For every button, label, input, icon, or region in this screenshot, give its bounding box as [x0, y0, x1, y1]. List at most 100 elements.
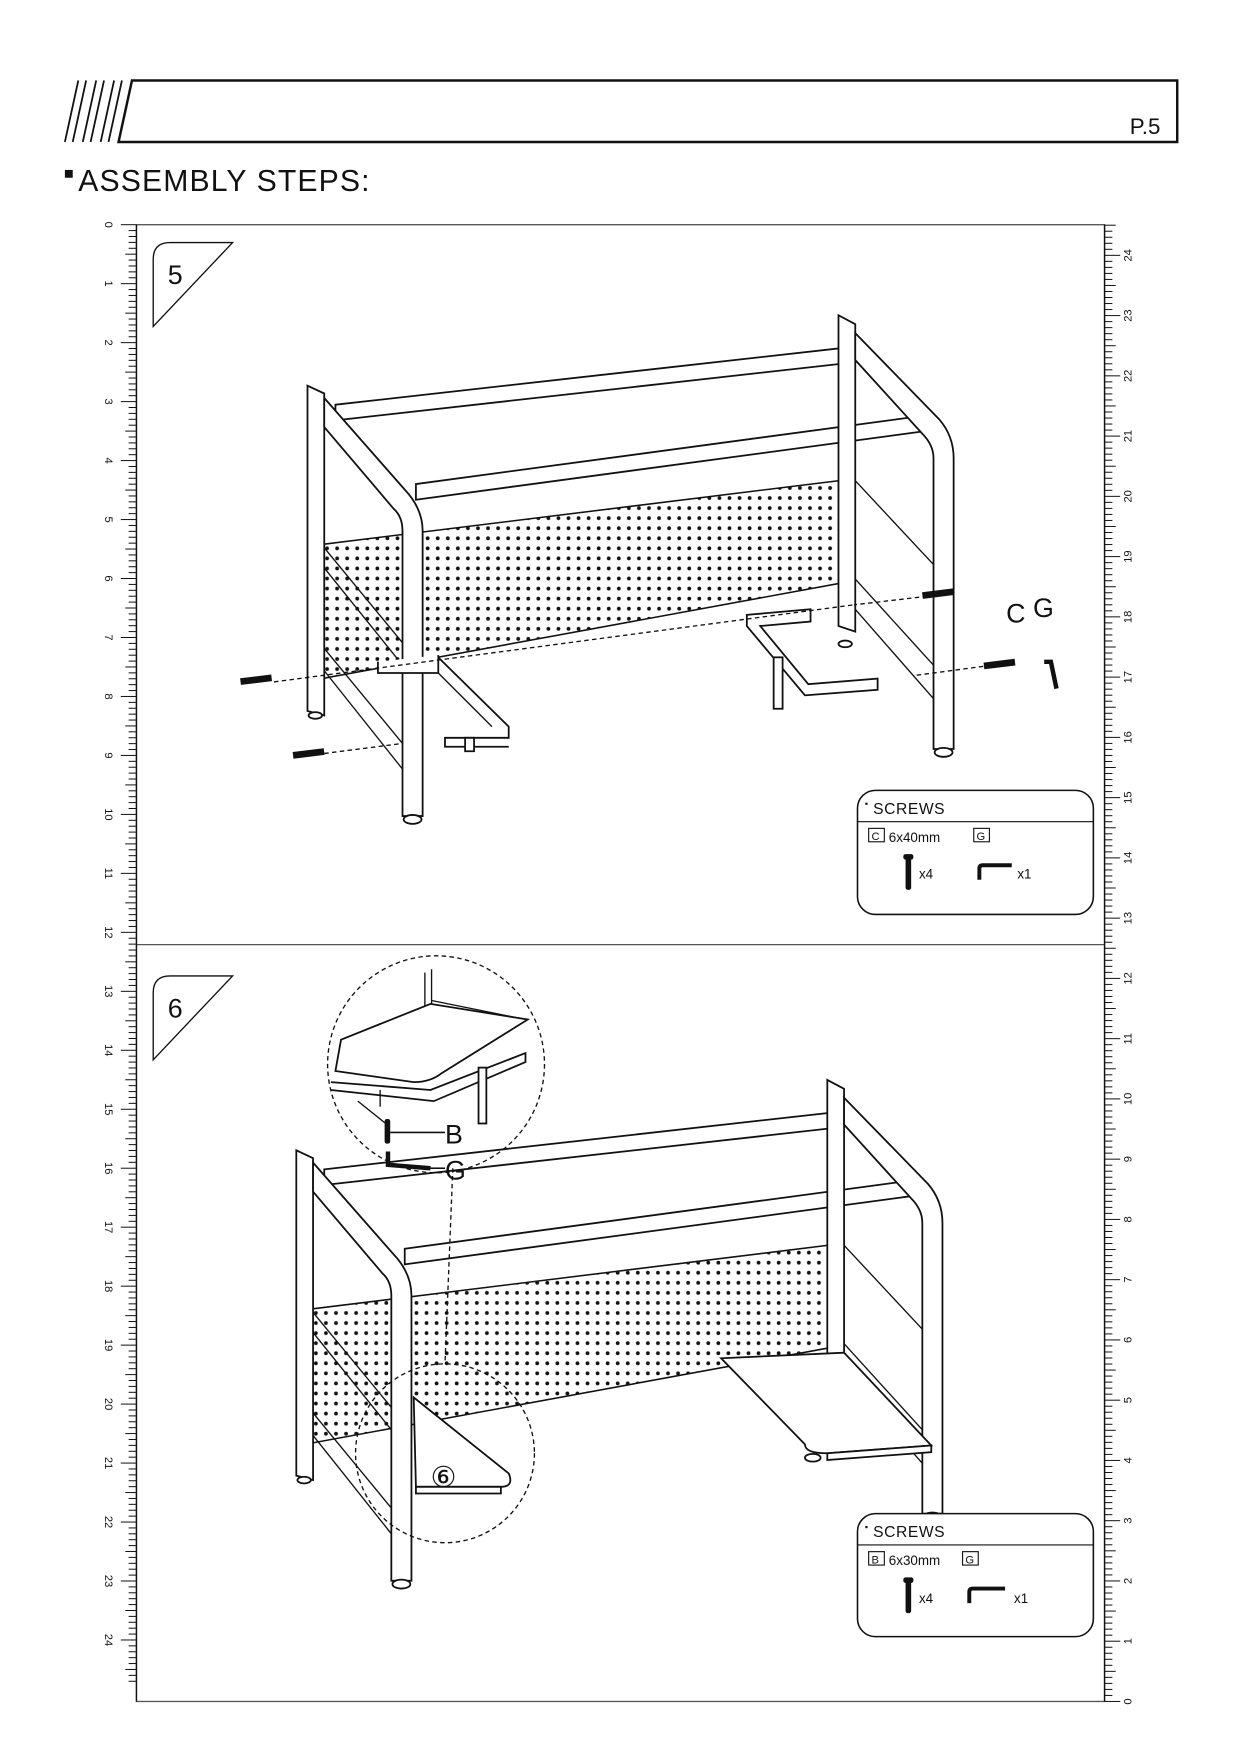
ruler-label: 19	[1122, 550, 1134, 562]
part-code: B	[871, 1554, 878, 1566]
ruler-label: 14	[1122, 852, 1134, 864]
ruler-label: 16	[1122, 731, 1134, 743]
page-header: P.5 ASSEMBLY STEPS:	[64, 79, 1179, 198]
screw-c-icon	[922, 588, 954, 599]
ruler-label: 13	[102, 985, 114, 997]
ruler-label: 11	[102, 868, 114, 880]
ruler-label: 2	[1122, 1578, 1134, 1584]
ruler-label: 6	[1122, 1337, 1134, 1343]
part-code: G	[965, 1554, 974, 1566]
callout-b: B	[445, 1120, 463, 1150]
allen-key-icon	[977, 863, 1012, 880]
ruler-label: 18	[102, 1280, 114, 1292]
ruler-label: 20	[1122, 490, 1134, 502]
ruler-label: 1	[1122, 1638, 1134, 1644]
desk-frame-illustration	[295, 1079, 944, 1590]
screw-qty: x4	[919, 867, 934, 882]
ruler-label: 8	[102, 693, 114, 699]
key-qty: x1	[1014, 1591, 1028, 1606]
ruler-label: 20	[102, 1398, 114, 1410]
ruler-label: 23	[102, 1575, 114, 1587]
desk-frame-illustration	[306, 314, 955, 825]
callout-g: G	[1033, 593, 1054, 623]
ruler-label: 0	[102, 222, 114, 228]
ruler-label: 24	[1122, 249, 1134, 261]
ruler-label: 16	[102, 1162, 114, 1174]
ruler-label: 7	[102, 634, 114, 640]
steps-frame	[135, 224, 1106, 1703]
shelf-leg	[772, 656, 784, 710]
ruler-label: 15	[1122, 791, 1134, 803]
step-5: 5 C G SCREWS C 6x40mm G	[152, 241, 1095, 916]
page-title: ASSEMBLY STEPS:	[78, 165, 370, 198]
ruler-label: 21	[1122, 430, 1134, 442]
shelf-frame-right	[745, 608, 879, 697]
ruler-label: 9	[102, 752, 114, 758]
ruler-label: 9	[1122, 1156, 1134, 1162]
step-number: 6	[168, 993, 183, 1023]
callout-c: C	[1006, 599, 1025, 629]
callout-g: G	[445, 1155, 466, 1185]
screw-c-icon	[292, 748, 325, 759]
allen-key-icon	[385, 1151, 431, 1171]
step-6: 6 B G ⑥ SC	[152, 955, 1095, 1638]
detail-callout-circle	[326, 955, 546, 1174]
ruler-label: 15	[102, 1103, 114, 1115]
step-number-badge	[152, 975, 235, 1062]
screws-title: SCREWS	[873, 1524, 945, 1541]
ruler-label: 21	[102, 1457, 114, 1469]
ruler-label: 10	[102, 808, 114, 820]
ruler-label: 17	[102, 1221, 114, 1233]
screw-c-icon	[905, 856, 912, 890]
screws-box: SCREWS C 6x40mm G x4 x1	[856, 789, 1095, 916]
screws-title: SCREWS	[873, 801, 945, 818]
title-bullet	[64, 169, 73, 178]
step-number: 5	[168, 260, 183, 290]
ruler-label: 0	[1122, 1698, 1134, 1704]
screw-size: 6x30mm	[889, 1553, 940, 1568]
screw-c-icon	[983, 658, 1016, 670]
shelf-part-number: ⑥	[430, 1462, 456, 1494]
ruler-label: 11	[1122, 1033, 1134, 1045]
ruler-label: 12	[1122, 972, 1134, 984]
ruler-label: 4	[1122, 1457, 1134, 1463]
allen-key-icon	[967, 1586, 1006, 1604]
ruler-label: 2	[102, 340, 114, 346]
header-stripes-decoration	[64, 80, 123, 143]
part-code: C	[871, 831, 879, 843]
ruler-label: 24	[102, 1634, 114, 1646]
shelf-frame-left	[437, 656, 510, 748]
detail-callout-circle	[354, 1363, 536, 1544]
page-number: P.5	[1130, 114, 1161, 139]
ruler-label: 14	[102, 1044, 114, 1056]
ruler-label: 1	[102, 281, 114, 287]
screws-box: SCREWS B 6x30mm G x4 x1	[856, 1512, 1095, 1638]
ruler-label: 3	[1122, 1518, 1134, 1524]
step-number-badge	[152, 241, 235, 329]
ruler-label: 10	[1122, 1093, 1134, 1105]
key-qty: x1	[1017, 867, 1031, 882]
ruler-label: 5	[1122, 1397, 1134, 1403]
ruler-label: 22	[102, 1516, 114, 1528]
ruler-label: 5	[102, 516, 114, 522]
screw-qty: x4	[919, 1591, 934, 1606]
ruler-label: 12	[102, 926, 114, 938]
screw-b-icon	[905, 1579, 912, 1614]
ruler-label: 19	[102, 1339, 114, 1351]
allen-key-icon	[1044, 659, 1059, 690]
ruler-label: 17	[1122, 671, 1134, 683]
ruler-label: 23	[1122, 309, 1134, 321]
ruler-label: 7	[1122, 1277, 1134, 1283]
ruler-label: 18	[1122, 611, 1134, 623]
ruler-label: 22	[1122, 370, 1134, 382]
shelf-right	[719, 1351, 934, 1455]
part-code: G	[977, 831, 986, 843]
detail-shelf-closeup	[330, 969, 531, 1125]
ruler-label: 4	[102, 457, 114, 463]
ruler-label: 6	[102, 575, 114, 581]
screw-size: 6x40mm	[889, 830, 940, 845]
ruler-label: 3	[102, 398, 114, 404]
